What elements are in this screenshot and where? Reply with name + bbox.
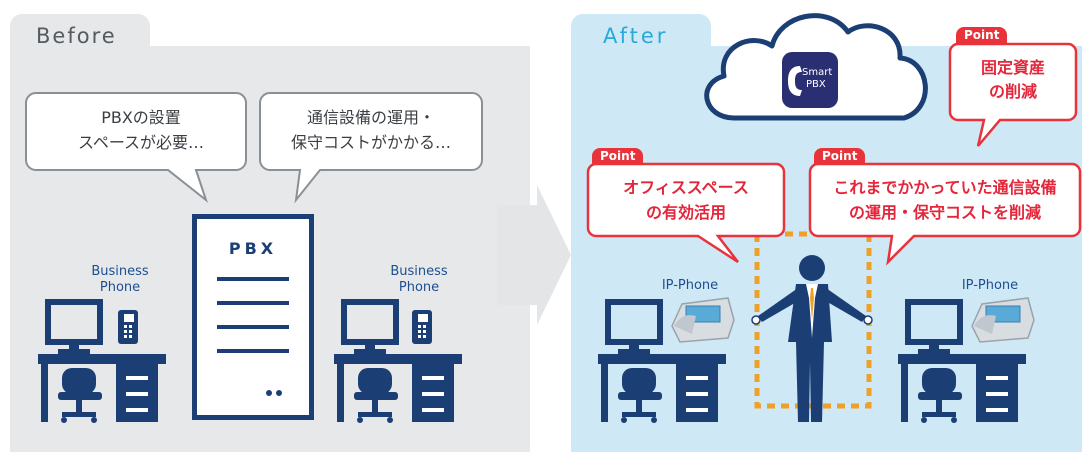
smartpbx-logo: Smart PBX — [782, 52, 838, 108]
business-phone-left-line2: Phone — [99, 280, 141, 295]
callout-cost: これまでかかっていた通信設備 の運用・保守コストを削減 — [810, 176, 1080, 232]
callout-cost-line1: これまでかかっていた通信設備 — [833, 178, 1057, 197]
bubble-left: PBXの設置 スペースが必要… — [26, 106, 256, 156]
ip-phone-label-left: IP-Phone — [661, 278, 719, 293]
callout-cost-shape — [808, 162, 1082, 266]
point-tag-office-space: Point — [592, 148, 644, 164]
ip-phone-icon-right — [971, 297, 1035, 343]
before-title: Before — [36, 24, 117, 48]
bubble-left-shape — [25, 92, 247, 203]
ip-phone-label-right: IP-Phone — [961, 278, 1019, 293]
bubble-left-line2: スペースが必要… — [77, 133, 205, 152]
business-phone-label-right: Business Phone — [379, 264, 459, 296]
logo-line1: Smart — [802, 67, 833, 78]
callout-fixed-assets-shape — [948, 42, 1078, 147]
business-phone-label-left: Business Phone — [80, 264, 160, 296]
logo-line2: PBX — [806, 79, 826, 90]
bubble-right-line1: 通信設備の運用・ — [306, 108, 435, 127]
pbx-lines-icon — [217, 277, 289, 396]
callout-fixed-assets-line2: の削減 — [988, 82, 1037, 101]
callout-office-space: オフィススペース の有効活用 — [588, 176, 784, 232]
callout-cost-line2: の運用・保守コストを削減 — [848, 203, 1041, 222]
business-phone-right-line2: Phone — [398, 280, 440, 295]
person-icon — [751, 255, 873, 422]
callout-office-space-line1: オフィススペース — [623, 178, 749, 197]
phone-handset-icon — [788, 66, 802, 96]
bubble-right: 通信設備の運用・ 保守コストがかかる… — [260, 106, 482, 156]
point-tag-fixed-assets: Point — [956, 27, 1008, 43]
bubble-left-line1: PBXの設置 — [101, 108, 181, 127]
callout-fixed-assets-line1: 固定資産 — [980, 58, 1045, 77]
pbx-server: PBX — [192, 214, 314, 420]
business-phone-right-line1: Business — [390, 264, 448, 279]
callout-fixed-assets: 固定資産 の削減 — [950, 56, 1076, 112]
callout-office-space-shape — [586, 162, 786, 264]
bubble-right-line2: 保守コストがかかる… — [290, 133, 451, 152]
after-title: After — [603, 24, 669, 48]
point-tag-cost: Point — [814, 148, 866, 164]
arrow-icon — [497, 185, 571, 325]
callout-office-space-line2: の有効活用 — [645, 203, 726, 222]
ip-phone-icon-left — [671, 297, 735, 343]
bubble-right-shape — [259, 92, 483, 204]
business-phone-left-line1: Business — [91, 264, 149, 279]
pbx-label: PBX — [228, 239, 278, 258]
